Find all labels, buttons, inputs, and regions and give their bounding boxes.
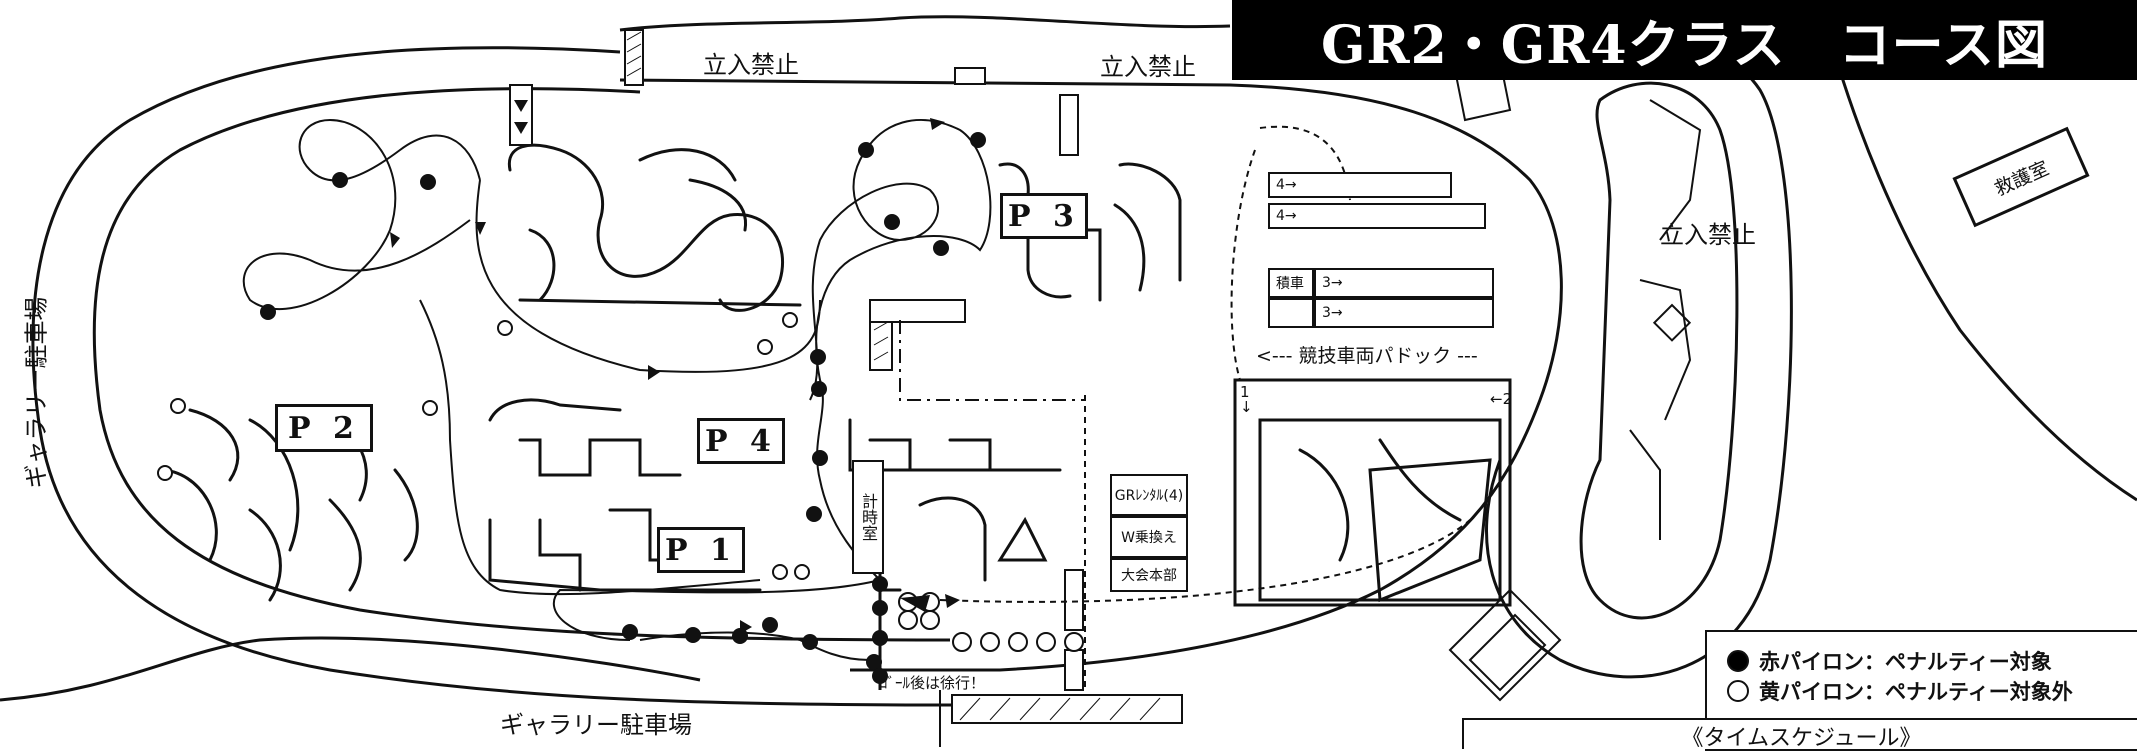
- driving-line-2: [475, 179, 821, 373]
- red-pylon-icon: [1727, 650, 1749, 672]
- no-entry-label-top-left: 立入禁止: [703, 51, 799, 79]
- hq-box: 大会本部: [1110, 558, 1188, 592]
- legend-red-pylon: 赤パイロン：ペナルティー対象: [1727, 646, 2052, 676]
- yellow-pylon-icon: [1727, 680, 1749, 702]
- legend-red-label: 赤パイロン：ペナルティー対象: [1759, 649, 2052, 674]
- lane-arrow-2: ←2: [1490, 390, 1513, 408]
- no-entry-label-right: 立入禁止: [1660, 221, 1756, 249]
- paddock-loader-label: 積車: [1268, 268, 1314, 298]
- paddock-lane-4a: 4→: [1268, 172, 1452, 198]
- driving-line-3: [419, 299, 761, 596]
- main-course-boundary: [619, 78, 1563, 672]
- pylon-area-p4: P 4: [697, 418, 785, 464]
- top-road: [619, 15, 1231, 32]
- far-right-edge: [1818, 0, 2137, 502]
- right-inner-loop: [1579, 81, 1739, 620]
- driving-line-loop: [242, 118, 481, 311]
- bottom-left-road: [0, 636, 701, 702]
- gallery-parking-label-bottom: ギャラリー駐車場: [500, 711, 692, 739]
- pylon-area-p3: P 3: [1000, 193, 1088, 239]
- right-outer-loop: [1485, 34, 1793, 679]
- no-entry-label-top-right: 立入禁止: [1100, 53, 1196, 81]
- legend-yellow-label: 黄パイロン：ペナルティー対象外: [1759, 679, 2073, 704]
- rental-box: GRﾚﾝﾀﾙ(4): [1110, 474, 1188, 516]
- gallery-parking-label-left: ギャラリー駐車場: [22, 296, 51, 489]
- schedule-heading: 《タイムスケジュール》: [1462, 718, 2137, 749]
- lane-arrow-1: 1 ↓: [1240, 383, 1253, 416]
- paddock-lane-3a: 3→: [1314, 268, 1494, 298]
- outer-road-edge: [31, 46, 961, 707]
- driver-change-box: W乗換え: [1110, 516, 1188, 558]
- goal-slowdown-note: ｺﾞｰﾙ後は徐行！: [880, 674, 986, 692]
- timing-room: 計時室: [852, 460, 884, 574]
- paddock-lane-blank: [1268, 298, 1314, 328]
- paddock-label: <--- 競技車両パドック ---: [1256, 345, 1478, 367]
- paddock-lane-4b: 4→: [1268, 203, 1486, 229]
- driving-line: [553, 119, 992, 641]
- page-title: GR2・GR4クラス コース図: [1232, 0, 2137, 80]
- paddock-lane-3b: 3→: [1314, 298, 1494, 328]
- inner-road-edge: [92, 87, 951, 642]
- pylon-area-p1: P 1: [657, 527, 745, 573]
- pylon-area-p2: P 2: [275, 404, 373, 452]
- legend-yellow-pylon: 黄パイロン：ペナルティー対象外: [1727, 676, 2073, 706]
